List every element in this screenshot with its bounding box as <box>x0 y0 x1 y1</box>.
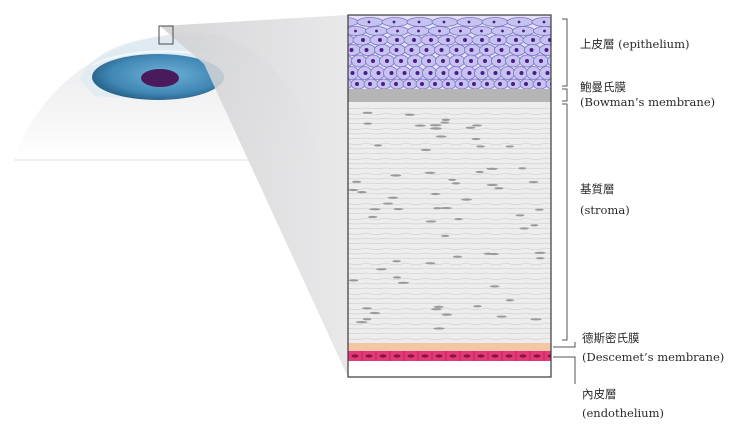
label-epithelium: 上皮層 (epithelium) <box>580 37 690 51</box>
zoom-cone <box>160 15 348 377</box>
label-endothelium: 內皮層 (endothelium) <box>582 387 664 420</box>
stroma-bracket <box>562 103 568 341</box>
stroma-fibers <box>348 107 551 340</box>
epithelium-bracket <box>562 18 568 87</box>
cross-section-panel <box>347 14 552 378</box>
zoom-selection-box <box>158 25 174 45</box>
descemet-pointer <box>553 342 576 348</box>
endothelium-cells <box>348 351 551 361</box>
descemet-layer <box>348 343 551 351</box>
label-descemet: 德斯密氏膜 (Descemet’s membrane) <box>582 331 725 364</box>
pupil <box>141 69 179 87</box>
bowman-layer <box>348 89 551 102</box>
stroma-layer <box>348 102 551 343</box>
bowman-bracket <box>562 88 568 102</box>
label-stroma: 基質層 (stroma) <box>580 182 630 217</box>
panel-border <box>347 14 552 378</box>
endothelium-pointer <box>553 356 576 384</box>
layer-brackets <box>553 18 576 384</box>
label-bowman: 鮑曼氏膜 (Bowman’s membrane) <box>580 80 716 109</box>
